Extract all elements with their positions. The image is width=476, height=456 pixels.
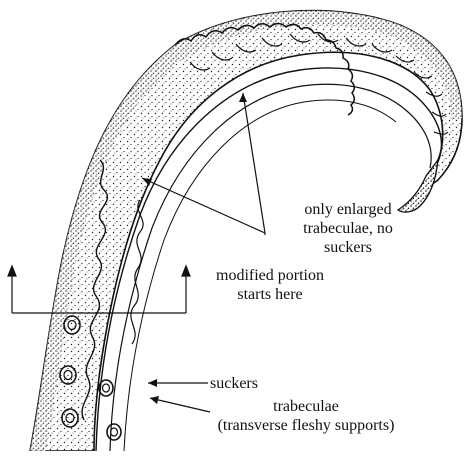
sucker: [99, 380, 113, 396]
label-line: (transverse fleshy supports): [196, 416, 416, 435]
label-line: starts here: [190, 285, 350, 304]
label-line: trabeculae, no: [268, 219, 428, 238]
label-line: suckers: [268, 238, 428, 257]
sucker: [107, 424, 121, 440]
label-line: modified portion: [190, 266, 350, 285]
label-line: only enlarged: [268, 200, 428, 219]
label-line: trabeculae: [196, 397, 416, 416]
label-modified-portion: modified portion starts here: [190, 266, 350, 304]
label-enlarged-trabeculae: only enlarged trabeculae, no suckers: [268, 200, 428, 257]
label-trabeculae: trabeculae (transverse fleshy supports): [196, 397, 416, 435]
label-suckers: suckers: [210, 374, 270, 393]
